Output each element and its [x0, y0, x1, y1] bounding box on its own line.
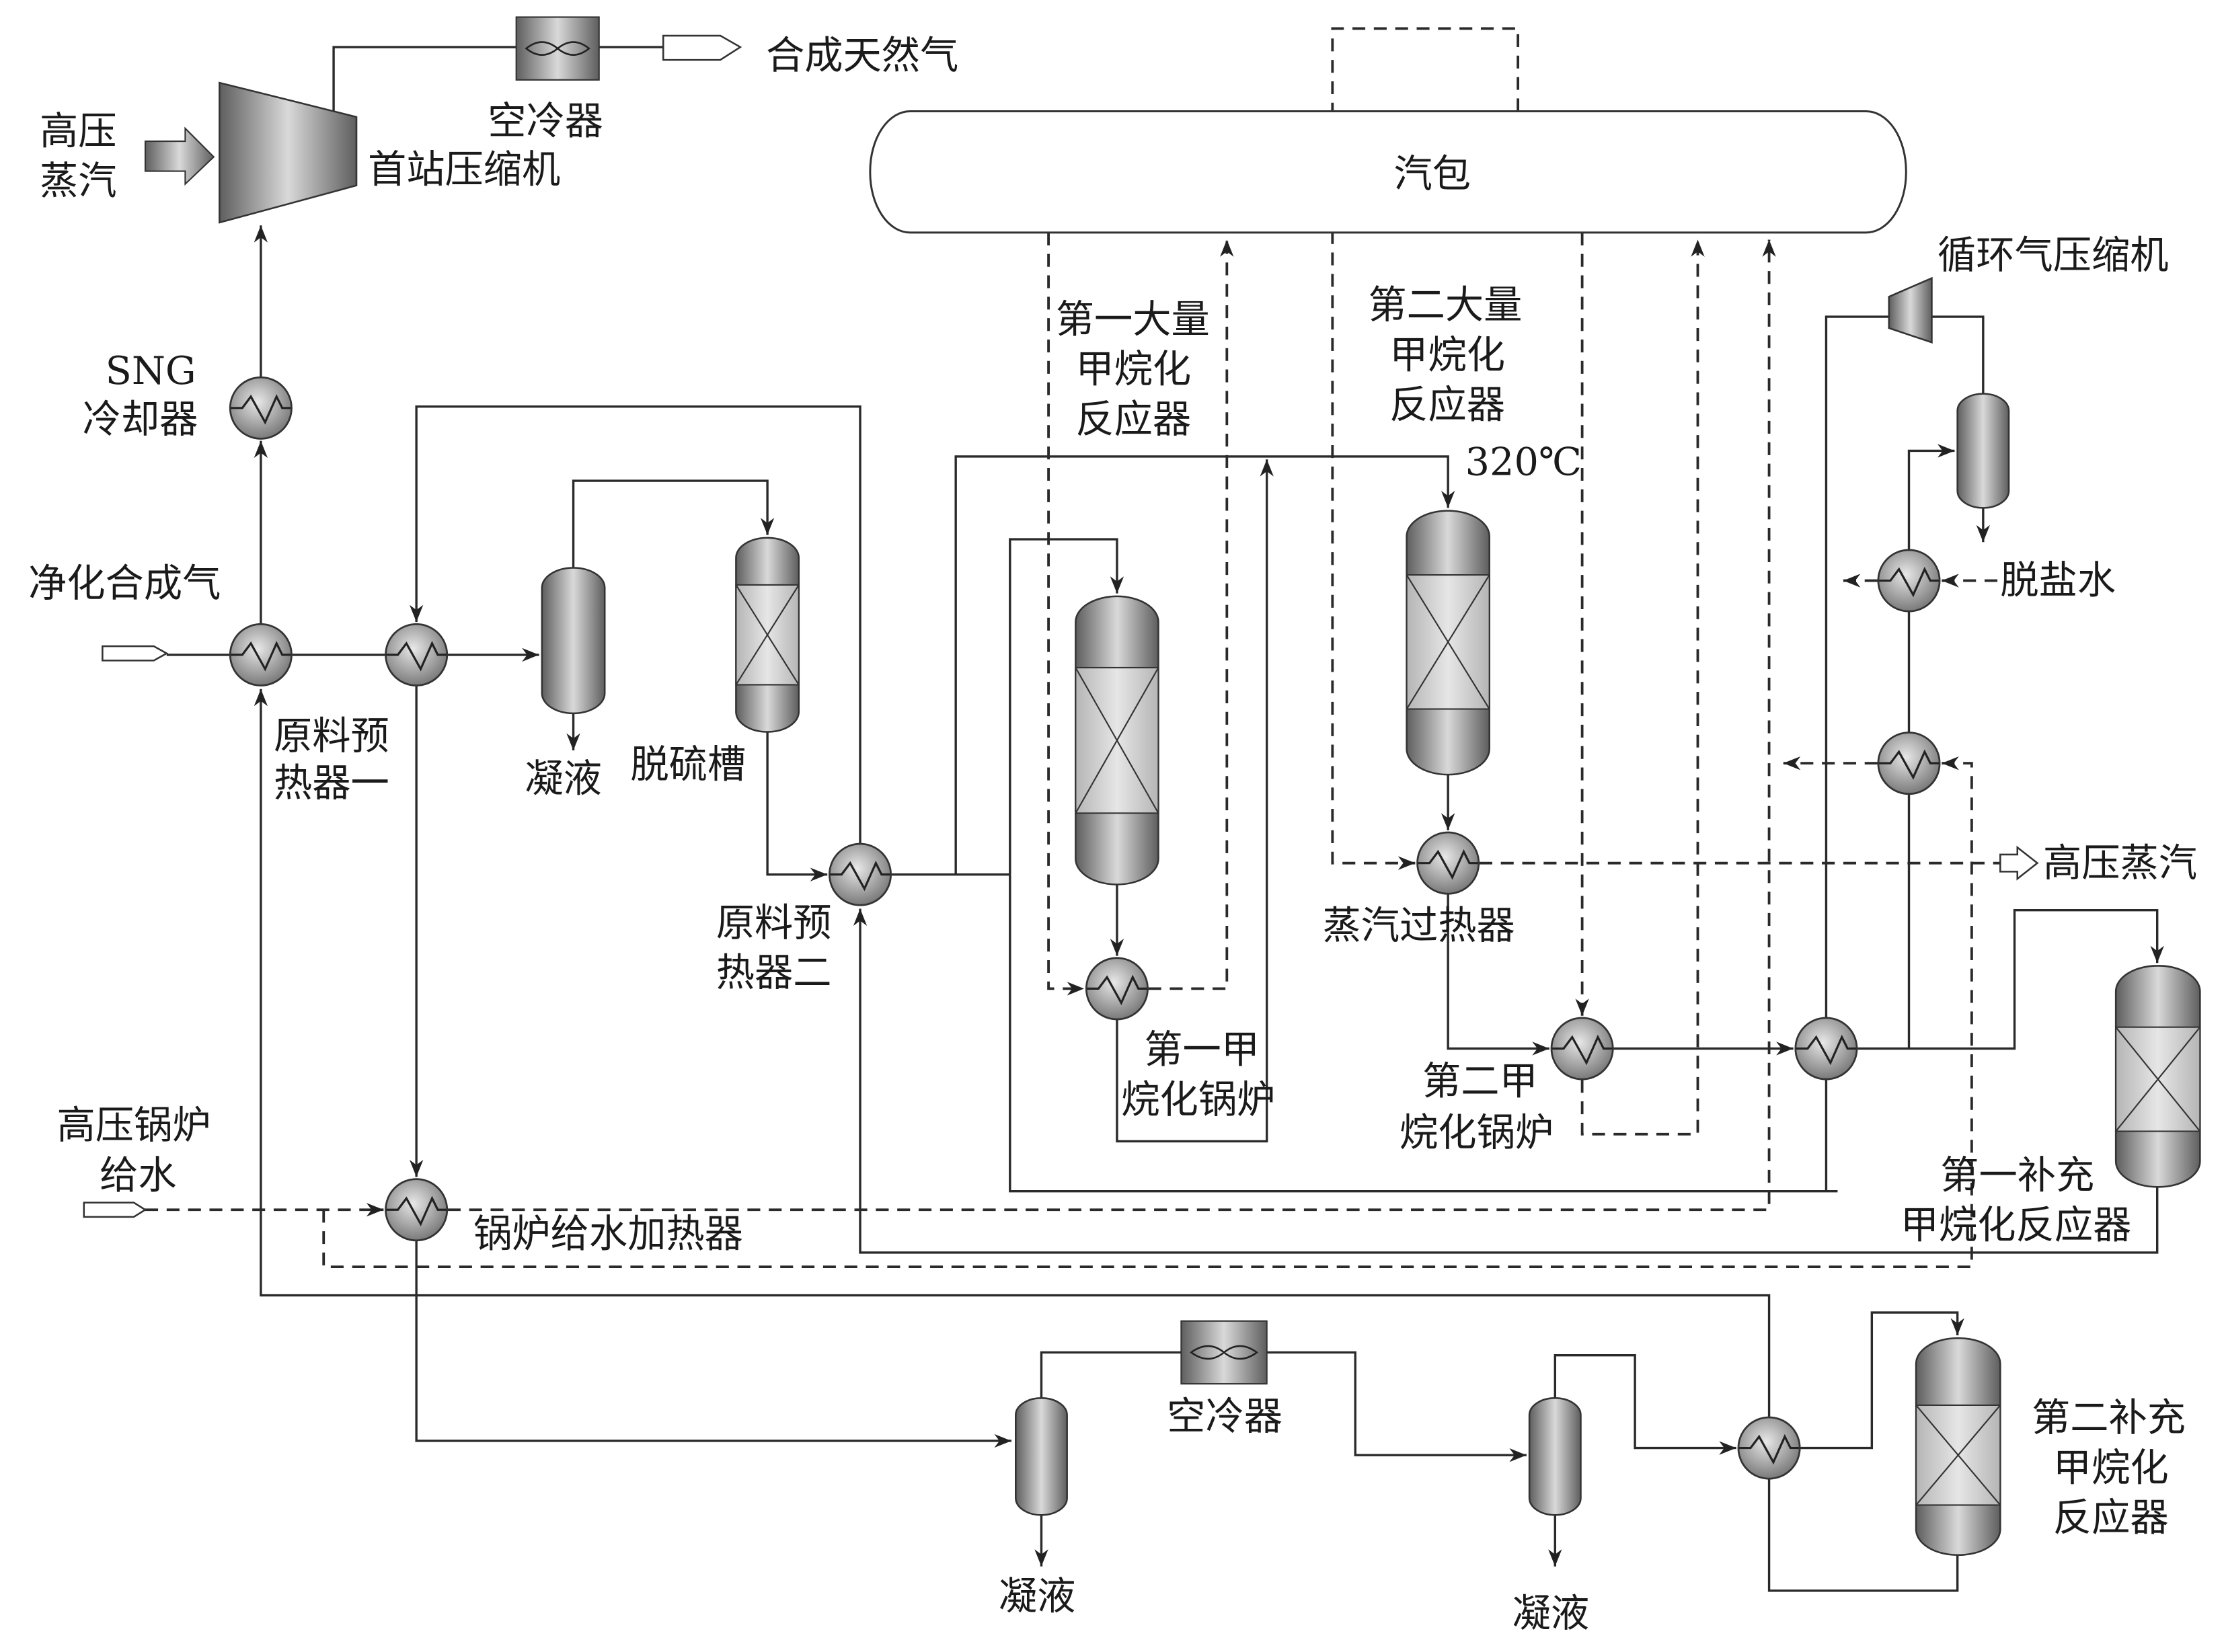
feedwater-preheater	[1878, 733, 1940, 794]
label-second-methanation-boiler: 第二甲	[1422, 1058, 1538, 1103]
label-condensate-2: 凝液	[999, 1573, 1076, 1618]
label-first-bulk-reactor: 甲烷化	[1075, 347, 1191, 392]
label-second-bulk-reactor: 反应器	[1389, 383, 1505, 428]
hp-steam-inlet-arrow-icon	[144, 126, 215, 186]
label-purified-syngas: 净化合成气	[28, 561, 221, 606]
label-air-cooler-top: 空冷器	[488, 98, 603, 143]
label-hp-boiler-feedwater: 高压锅炉	[56, 1103, 210, 1148]
second-supplementary-methanation-reactor	[1915, 1337, 2001, 1556]
fan-icon	[525, 41, 590, 56]
label-second-supp-reactor: 甲烷化	[2053, 1445, 2169, 1490]
second-methanation-boiler	[1551, 1018, 1613, 1079]
recycle-compressor	[1888, 276, 1933, 344]
fan-icon	[1190, 1345, 1258, 1360]
label-second-supp-reactor: 反应器	[2053, 1495, 2169, 1540]
label-sng-product: 合成天然气	[766, 33, 958, 78]
sng-outlet-nozzle	[662, 34, 742, 61]
first-methanation-boiler	[1086, 958, 1147, 1019]
labels: 高压 蒸汽 首站压缩机 空冷器 合成天然气 汽包 SNG 冷却器 净化合成气 原…	[28, 33, 2197, 1636]
supplementary-exchanger	[1738, 1417, 1800, 1479]
feedwater-inlet-nozzle	[83, 1202, 147, 1218]
feed-preheater-1	[230, 624, 291, 685]
label-first-station-compressor: 首站压缩机	[368, 147, 560, 192]
label-recycle-compressor: 循环气压缩机	[1938, 233, 2169, 278]
demin-water-exchanger	[1878, 550, 1940, 611]
feed-preheater-2	[829, 844, 890, 905]
label-second-methanation-boiler: 烷化锅炉	[1399, 1110, 1554, 1155]
label-feed-preheater-1: 热器一	[274, 760, 389, 805]
label-first-supp-reactor: 甲烷化反应器	[1901, 1203, 2132, 1248]
sng-cooler	[230, 377, 291, 438]
label-air-cooler-bottom: 空冷器	[1167, 1394, 1282, 1439]
label-hp-boiler-feedwater: 给水	[100, 1152, 177, 1197]
label-feed-preheater-1: 原料预	[274, 713, 389, 758]
label-condensate-1: 凝液	[525, 756, 602, 801]
label-boiler-feedwater-heater: 锅炉给水加热器	[473, 1211, 743, 1256]
label-first-supp-reactor: 第一补充	[1940, 1152, 2094, 1197]
label-first-methanation-boiler: 烷化锅炉	[1121, 1077, 1275, 1122]
label-feed-preheater-2: 热器二	[716, 950, 832, 995]
recycle-separator	[1956, 393, 2010, 509]
label-desulfurizer: 脱硫槽	[630, 742, 746, 787]
label-second-supp-reactor: 第二补充	[2032, 1395, 2186, 1440]
gas-gas-exchanger	[1796, 1018, 1857, 1079]
hp-steam-outlet-arrow-icon	[1999, 845, 2039, 881]
second-bulk-methanation-reactor	[1406, 510, 1490, 776]
boiler-feedwater-heater	[386, 1179, 447, 1241]
knockout-drum	[541, 567, 606, 715]
label-hp-steam-in: 蒸汽	[40, 159, 117, 204]
label-demin-water: 脱盐水	[2000, 558, 2116, 603]
label-first-bulk-reactor: 反应器	[1075, 397, 1191, 442]
first-supplementary-methanation-reactor	[2114, 965, 2201, 1188]
label-condensate-3: 凝液	[1512, 1591, 1590, 1636]
label-feed-preheater-2: 原料预	[716, 900, 832, 945]
label-first-methanation-boiler: 第一甲	[1144, 1027, 1260, 1072]
label-first-bulk-reactor: 第一大量	[1056, 297, 1210, 342]
label-steam-superheater: 蒸汽过热器	[1322, 903, 1514, 948]
air-cooler-bottom	[1180, 1320, 1268, 1385]
separator-1	[1015, 1397, 1068, 1516]
first-bulk-methanation-reactor	[1075, 595, 1159, 886]
steam-superheater	[1418, 832, 1479, 894]
label-second-bulk-reactor: 甲烷化	[1389, 332, 1505, 377]
steam-water-lines	[145, 27, 2001, 1269]
process-lines	[166, 46, 2164, 1592]
separator-2	[1528, 1397, 1582, 1516]
desulfurizer	[735, 537, 800, 733]
label-hp-steam-out: 高压蒸汽	[2043, 840, 2197, 886]
label-hp-steam-in: 高压	[40, 108, 117, 153]
label-sng-cooler: SNG	[106, 348, 196, 393]
steam-drum	[869, 110, 1907, 234]
label-temperature: 320℃	[1465, 440, 1582, 485]
label-sng-cooler: 冷却器	[83, 397, 198, 442]
label-steam-drum: 汽包	[1394, 151, 1471, 196]
label-second-bulk-reactor: 第二大量	[1368, 282, 1522, 327]
syngas-inlet-nozzle	[102, 645, 169, 662]
first-station-compressor	[219, 81, 358, 224]
air-cooler-top	[515, 16, 600, 81]
feed-gas-exchanger	[386, 624, 447, 685]
